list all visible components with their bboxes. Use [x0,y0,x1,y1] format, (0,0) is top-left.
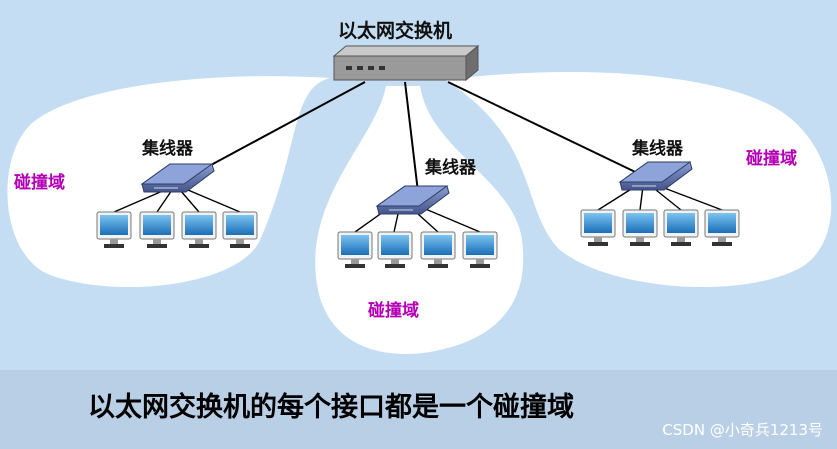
caption-text: 以太网交换机的每个接口都是一个碰撞域 [88,392,574,423]
network-diagram [7,44,832,355]
caption-banner [0,370,837,449]
hub-label-middle: 集线器 [425,158,476,178]
hub-label-left: 集线器 [142,139,193,159]
collision-domain-label-middle: 碰撞域 [368,301,419,321]
switch-label: 以太网交换机 [338,20,453,42]
collision-domain-middle [315,86,524,355]
ethernet-switch-icon [332,44,480,82]
collision-domain-label-right: 碰撞域 [746,149,797,169]
hub-label-right: 集线器 [632,139,683,159]
switch-to-hub-cables [197,81,653,193]
watermark-text: CSDN @小奇兵1213号 [662,421,823,439]
collision-domain-label-left: 碰撞域 [14,173,65,193]
